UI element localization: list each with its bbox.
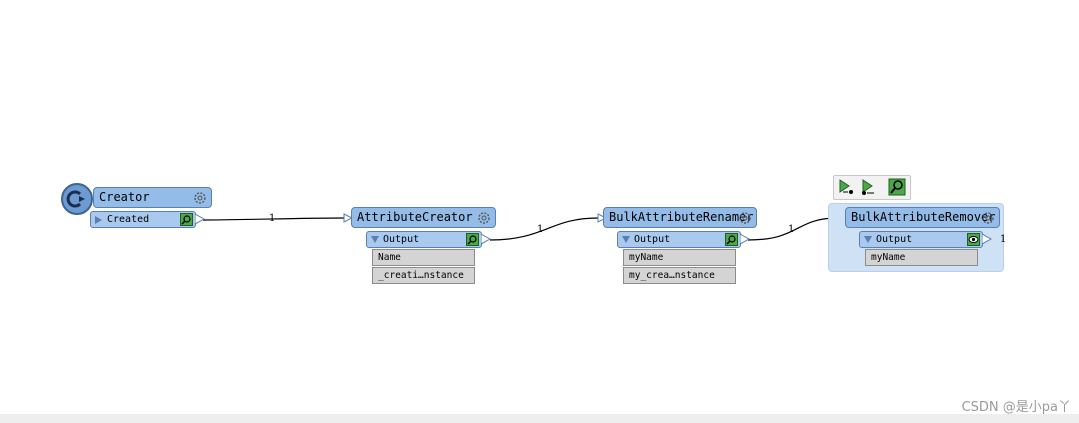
collapse-triangle-icon[interactable] [371,236,379,244]
connection-renamer-to-remover [747,217,839,241]
port-label: Output [876,234,913,245]
node-title-attributecreator[interactable]: AttributeCreator [351,207,496,228]
output-port-arrow[interactable] [481,233,491,245]
connection-feature-count: 1 [269,213,276,224]
collapse-triangle-icon[interactable] [864,236,872,244]
output-port-arrow[interactable] [982,233,992,245]
bottom-scrollbar[interactable] [0,414,1079,423]
port-label: Output [383,234,420,245]
node-toolbar [833,175,911,200]
attribute-row: myName [623,249,736,266]
port-label: Created [107,214,150,225]
watermark: CSDN @是小pa丫 [961,400,1071,415]
connection-creator-to-attributecreator [202,217,345,221]
collapse-triangle-icon[interactable] [622,236,630,244]
node-title-label: BulkAttributeRemover [851,210,996,224]
inspect-icon[interactable] [725,233,738,246]
inspect-icon[interactable] [466,233,479,246]
connection-attributecreator-to-renamer [489,217,599,241]
node-title-label: Creator [99,190,150,204]
eye-icon[interactable] [967,233,980,246]
gear-icon[interactable] [476,210,492,226]
node-title-label: BulkAttributeRenamer [609,210,754,224]
attribute-row: myName [865,249,978,266]
creator-icon [61,183,93,215]
node-title-bulkattributerenamer[interactable]: BulkAttributeRenamer [603,207,757,228]
output-port-arrow[interactable] [195,213,205,225]
gear-icon[interactable] [192,190,208,206]
connection-feature-count: 1 [1000,234,1007,245]
inspect-icon[interactable] [180,213,193,226]
attribute-row: _creati…nstance [372,267,475,284]
gear-icon[interactable] [737,210,753,226]
output-port[interactable]: Output [617,231,741,248]
attribute-row: my_crea…nstance [623,267,736,284]
output-port[interactable]: Output [366,231,482,248]
output-port[interactable]: Output [859,231,983,248]
connection-feature-count: 1 [537,224,544,235]
node-title-bulkattributeremover[interactable]: BulkAttributeRemover [845,207,1000,228]
expand-triangle-icon[interactable] [95,216,103,224]
attribute-row: Name [372,249,475,266]
port-label: Output [634,234,671,245]
gear-icon[interactable] [980,210,996,226]
run-from-this-icon[interactable] [859,177,879,197]
node-title-label: AttributeCreator [357,210,473,224]
run-to-this-icon[interactable] [836,177,856,197]
output-port-arrow[interactable] [740,233,750,245]
connection-feature-count: 1 [788,224,795,235]
node-title-creator[interactable]: Creator [93,187,212,208]
output-port-created[interactable]: Created [90,211,196,228]
inspect-icon[interactable] [887,177,907,197]
